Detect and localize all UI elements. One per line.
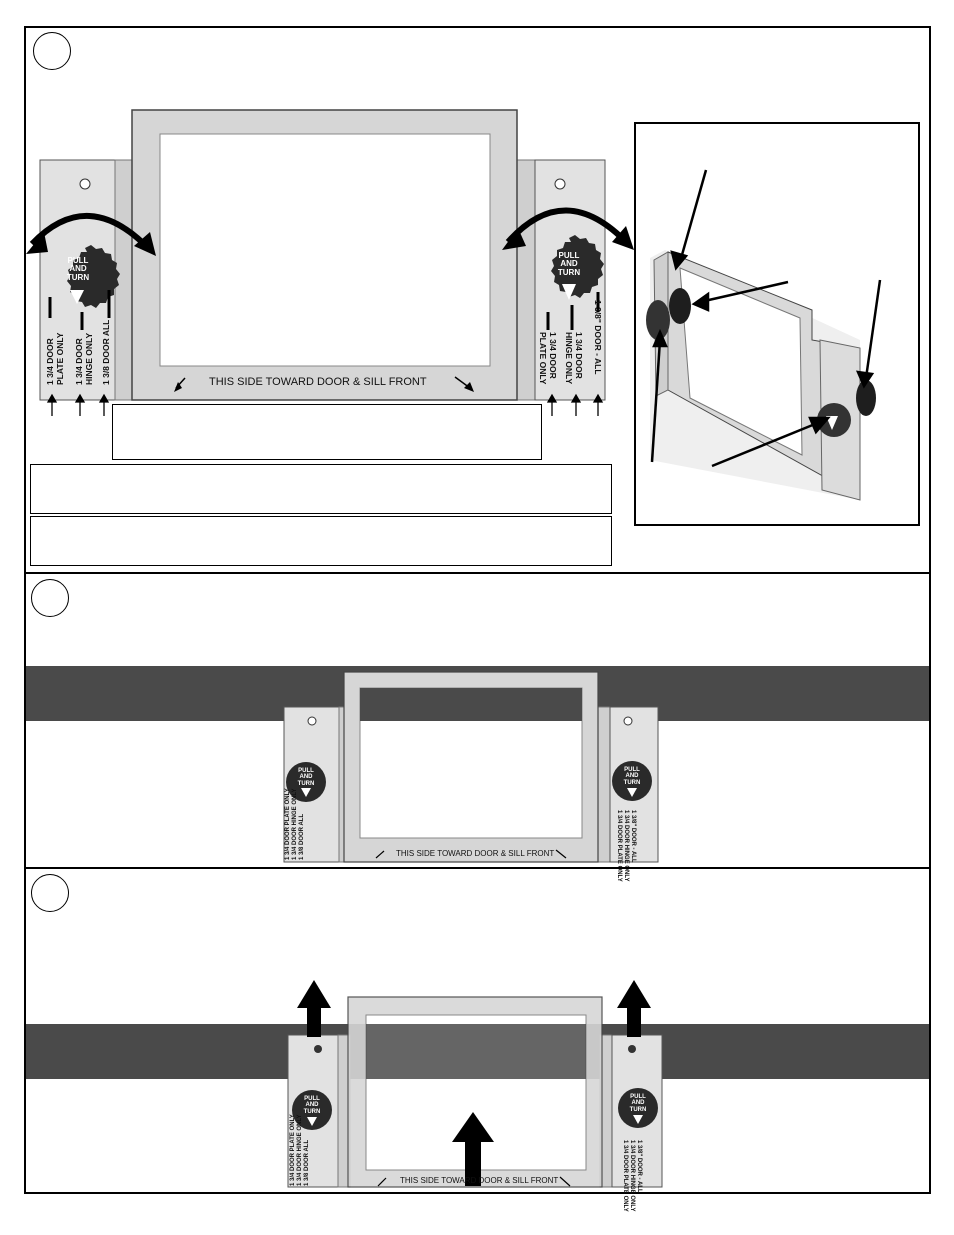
step-3-panel: [24, 867, 931, 1194]
left-knob: [67, 245, 120, 308]
lift-arrows: [297, 980, 651, 1186]
left-plate-hole: [79, 178, 91, 190]
right-rotate-arrow: [505, 207, 631, 247]
side-label-step-1: THIS SIDE TOWARD DOOR & SILL FRONT: [209, 376, 427, 388]
right-knob: [551, 235, 604, 300]
side-label-step-3: THIS SIDE TOWARD DOOR & SILL FRONT: [400, 1176, 559, 1185]
left-position-arrows: [46, 393, 604, 416]
inset-template-window: [679, 267, 803, 456]
step-3-number-circle: [31, 874, 69, 912]
inset-knob-front-left: [646, 300, 670, 340]
inset-knob-back-left: [669, 288, 691, 324]
right-knob-step-2: [612, 761, 652, 801]
callout-box-2: [30, 464, 612, 514]
left-knob-step-3: [292, 1090, 332, 1130]
inset-knob-back-right: [856, 380, 876, 416]
template-window: [159, 133, 491, 367]
right-knob-step-3: [618, 1088, 658, 1128]
left-rotate-arrow: [29, 212, 153, 253]
callout-box-1: [112, 404, 542, 460]
side-label-step-2: THIS SIDE TOWARD DOOR & SILL FRONT: [396, 849, 555, 858]
inset-perspective-box: [634, 122, 920, 526]
left-knob-step-2: [286, 762, 326, 802]
step-1-number-circle: [33, 32, 71, 70]
callout-box-3: [30, 516, 612, 566]
right-plate-hole: [554, 178, 566, 190]
step-2-number-circle: [31, 579, 69, 617]
